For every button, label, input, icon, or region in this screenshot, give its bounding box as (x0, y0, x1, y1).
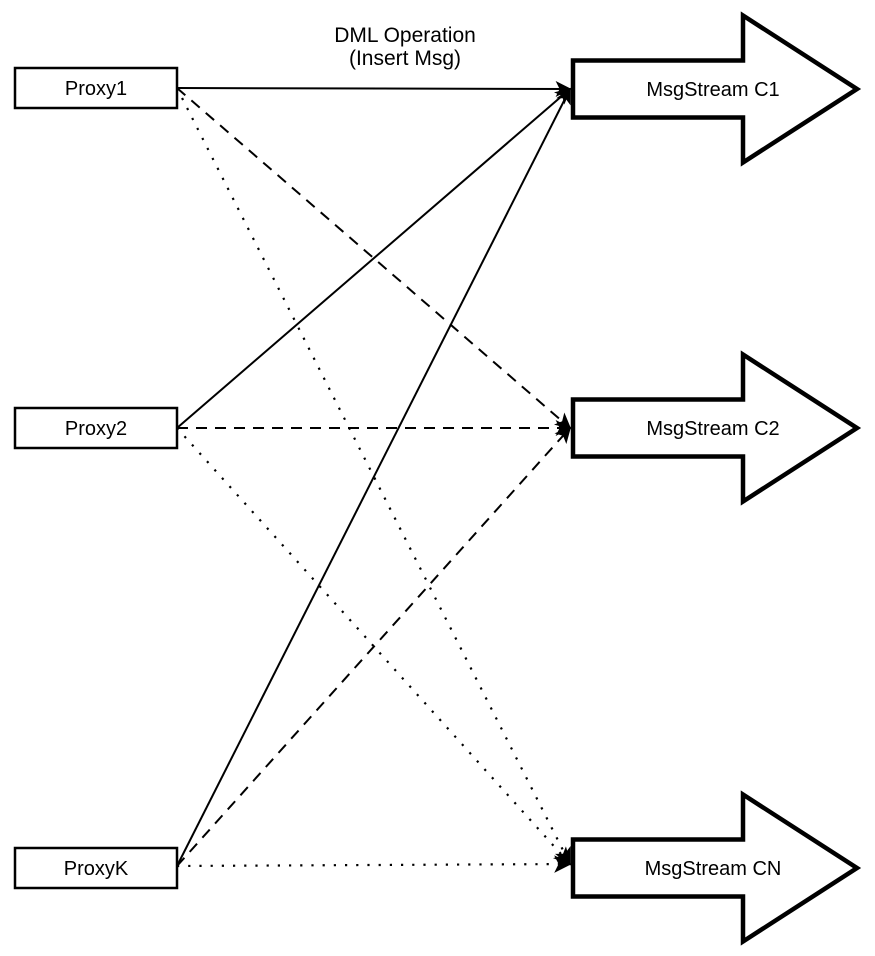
dml-operation-label-line2: (Insert Msg) (349, 47, 461, 70)
connector-proxyk-to-c1-solid (176, 87, 571, 867)
msgstream-c2-label: MsgStream C2 (646, 418, 779, 440)
proxyk-node: ProxyK (13, 846, 179, 890)
msgstream-c1-node: MsgStream C1 (570, 11, 862, 167)
connector-proxy1-to-c1-solid (176, 80, 572, 97)
connector-proxyk-to-c2-dashed (176, 426, 572, 867)
dml-operation-label: DML Operation (Insert Msg) (334, 24, 476, 70)
msgstream-c2-arrow-shape (570, 350, 862, 506)
proxyk-label: ProxyK (64, 858, 129, 880)
msgstream-cn-arrow-shape (570, 790, 862, 946)
proxyk-box (13, 846, 179, 890)
connector-layer (176, 80, 572, 873)
proxy1-node: Proxy1 (13, 66, 179, 110)
connector-proxyk-to-cn-dotted (176, 855, 572, 873)
proxy2-label: Proxy2 (65, 418, 127, 440)
proxy2-box (13, 406, 179, 450)
msgstream-c2-node: MsgStream C2 (570, 350, 862, 506)
msgstream-c1-label: MsgStream C1 (646, 79, 779, 101)
proxy1-label: Proxy1 (65, 78, 127, 100)
dml-operation-label-line1: DML Operation (334, 24, 476, 47)
proxy1-box (13, 66, 179, 110)
msgstream-c1-arrow-shape (570, 11, 862, 167)
connector-proxy2-to-c1-solid (176, 87, 572, 429)
connector-proxy1-to-c2-dashed (176, 87, 572, 430)
proxy2-node: Proxy2 (13, 406, 179, 450)
msgstream-cn-node: MsgStream CN (570, 790, 862, 946)
msgstream-cn-label: MsgStream CN (645, 858, 782, 880)
